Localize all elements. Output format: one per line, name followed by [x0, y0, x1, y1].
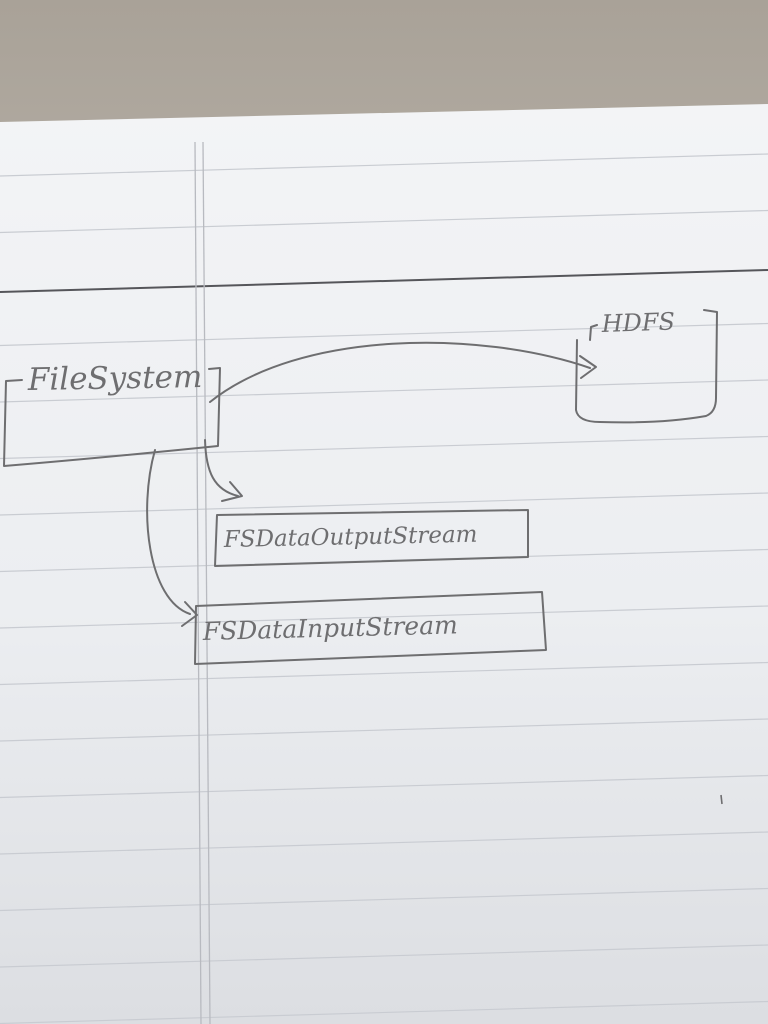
ruled-line: [0, 718, 768, 742]
margin-line: [202, 141, 211, 1024]
ruled-line: [0, 661, 768, 686]
header-rule: [0, 269, 768, 293]
hdfs-box: [575, 309, 718, 424]
arrowhead-output: [221, 481, 243, 502]
output-stream-label: FSDataOutputStream: [223, 522, 478, 553]
ruled-line: [0, 322, 768, 347]
edge-filesystem-hdfs: [209, 341, 591, 403]
paper-sheet: [0, 104, 768, 1024]
ruled-line: [0, 831, 768, 855]
ruled-line: [0, 379, 768, 403]
filesystem-label: FileSystem: [27, 359, 203, 398]
input-stream-label: FSDataInputStream: [201, 610, 458, 646]
ruled-line: [0, 774, 768, 799]
ruled-line: [0, 1000, 768, 1024]
ruled-line: [0, 153, 768, 177]
ruled-line: [0, 209, 768, 234]
ruled-line: [0, 492, 768, 516]
arrowhead-hdfs: [579, 355, 597, 379]
edge-filesystem-input: [146, 449, 191, 615]
input-stream-box: [194, 591, 547, 665]
arrowhead-input: [181, 601, 198, 627]
ruled-line: [0, 605, 768, 629]
filesystem-box: [3, 367, 221, 467]
pencil-mark: [720, 794, 723, 805]
hdfs-label: HDFS: [600, 307, 675, 338]
ruled-lines: [0, 153, 768, 1024]
edge-filesystem-output: [204, 439, 239, 497]
ruled-line: [0, 944, 768, 968]
margin-line: [194, 141, 202, 1024]
output-stream-box: [214, 509, 529, 567]
ruled-line: [0, 887, 768, 912]
